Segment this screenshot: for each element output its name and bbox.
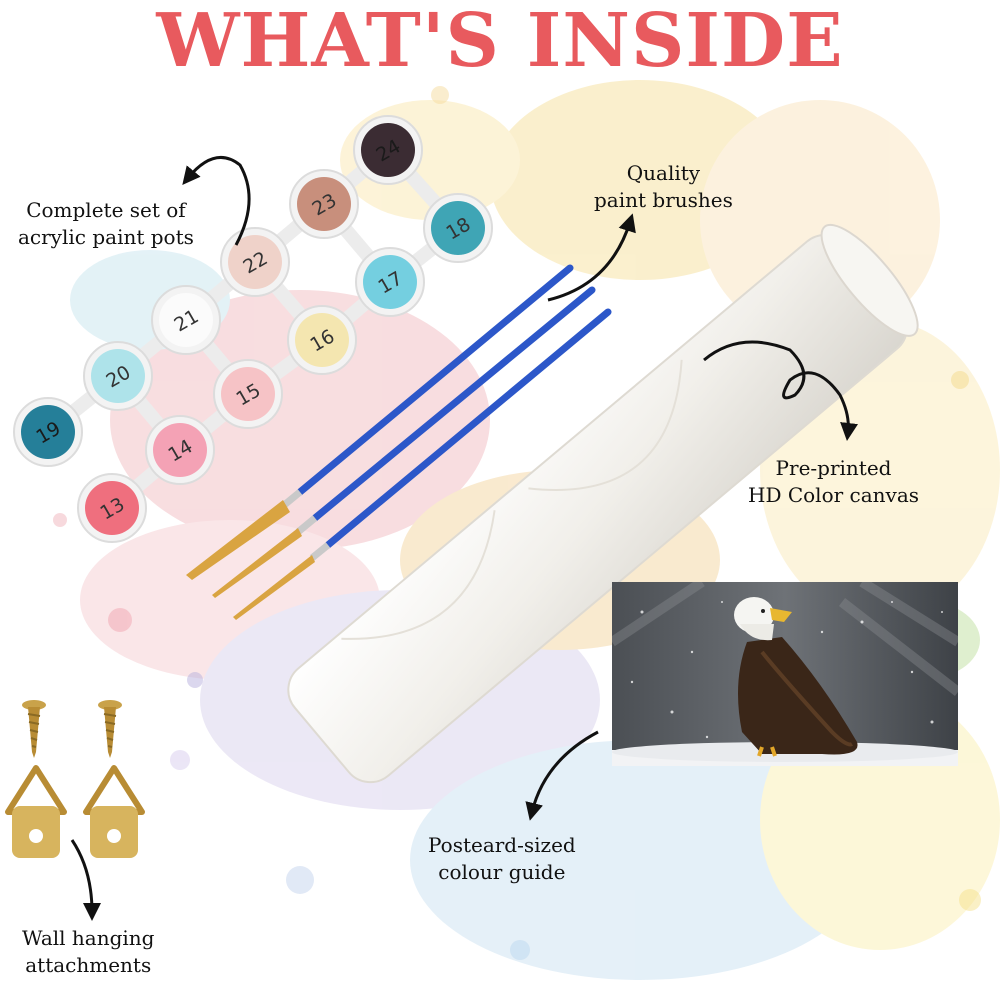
paint-pot-icon: 23 (289, 169, 359, 239)
paint-pot-icon: 20 (83, 341, 153, 411)
label-canvas: Pre-printed HD Color canvas (748, 455, 919, 509)
paint-color (297, 177, 351, 231)
paint-pot-icon: 21 (151, 285, 221, 355)
paint-color (159, 293, 213, 347)
screw-icon (22, 700, 46, 758)
paint-brush-icon (186, 264, 574, 580)
paint-pot-icon: 16 (287, 305, 357, 375)
label-colour-guide-line2: colour guide (438, 860, 566, 884)
paint-pot-icon: 19 (13, 397, 83, 467)
curved-arrow-icon (182, 156, 251, 246)
paint-brush-icon (212, 286, 596, 598)
screw-icon (98, 700, 122, 758)
paint-color (363, 255, 417, 309)
paint-color (85, 481, 139, 535)
label-brushes-line1: Quality (626, 161, 701, 185)
d-ring-hanger-icon (83, 765, 145, 858)
paint-brush-icon (233, 308, 612, 620)
paint-color (228, 235, 282, 289)
paint-color (91, 349, 145, 403)
curved-arrow-icon (70, 839, 101, 921)
paint-pot-icon: 22 (220, 227, 290, 297)
paint-color (431, 201, 485, 255)
label-wall-hanging-line1: Wall hanging (22, 926, 155, 950)
curved-arrow-icon (547, 213, 636, 302)
paint-color (295, 313, 349, 367)
label-brushes-line2: paint brushes (594, 188, 733, 212)
d-ring-hanger-icon (5, 765, 67, 858)
label-brushes: Quality paint brushes (594, 160, 733, 214)
label-paint-pots-line1: Complete set of (26, 198, 186, 222)
curved-arrow-icon (525, 730, 599, 821)
eagle-photo (612, 582, 958, 766)
label-wall-hanging: Wall hanging attachments (22, 925, 154, 979)
label-colour-guide-line1: Posteard-sized (428, 833, 576, 857)
paint-color (153, 423, 207, 477)
paint-pot-icon: 18 (423, 193, 493, 263)
label-canvas-line1: Pre-printed (775, 456, 892, 480)
paint-pot-icon: 13 (77, 473, 147, 543)
curved-arrow-icon (703, 340, 858, 441)
paint-color (221, 367, 275, 421)
label-canvas-line2: HD Color canvas (748, 483, 920, 507)
label-paint-pots-line2: acrylic paint pots (18, 225, 194, 249)
page-title: WHAT'S INSIDE (156, 0, 844, 84)
paint-pot-icon: 14 (145, 415, 215, 485)
label-wall-hanging-line2: attachments (25, 953, 152, 977)
paint-pot-icon: 24 (353, 115, 423, 185)
paint-color (21, 405, 75, 459)
label-paint-pots: Complete set of acrylic paint pots (18, 197, 194, 251)
label-colour-guide: Posteard-sized colour guide (428, 832, 576, 886)
paint-pot-icon: 17 (355, 247, 425, 317)
paint-color (361, 123, 415, 177)
paint-pot-icon: 15 (213, 359, 283, 429)
